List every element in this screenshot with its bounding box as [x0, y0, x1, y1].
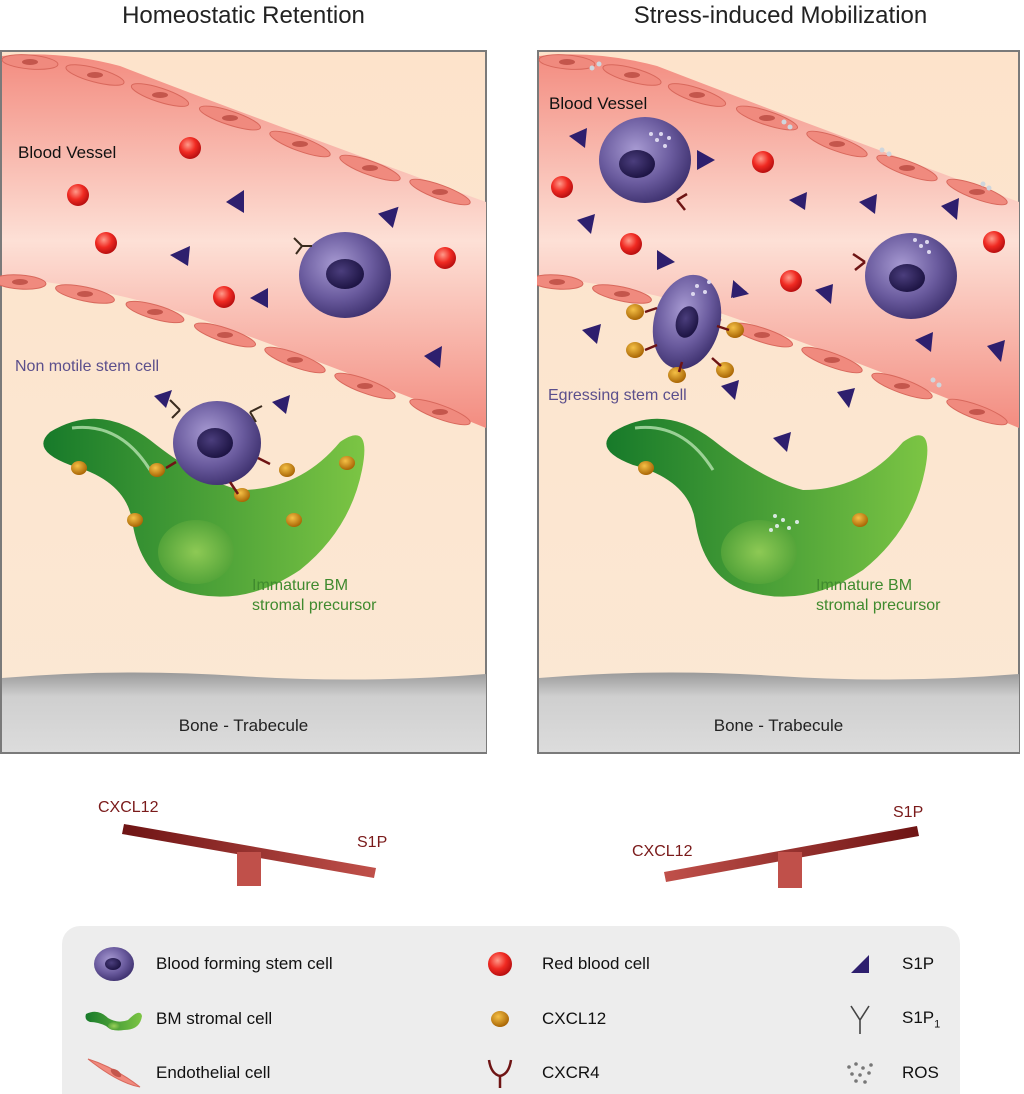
legend-item-s1p1: S1P1 [830, 999, 940, 1039]
left-seesaw-s1p-label: S1P [357, 834, 388, 851]
stress-induced-mobilization-panel: Blood Vessel Egressing stem cell Immatur… [537, 50, 1020, 754]
legend-label: ROS [902, 1063, 939, 1082]
seesaw-diagrams [122, 824, 919, 888]
egressing-stem-cell [626, 274, 744, 383]
right-seesaw-cxcl12-label: CXCL12 [632, 843, 693, 860]
endothelial-cell-icon [84, 1053, 144, 1093]
s1p-molecules [154, 190, 442, 414]
right-panel-title: Stress-induced Mobilization [633, 2, 928, 29]
right-stromal-label-line1: Immature BM [816, 577, 913, 594]
legend-item-stem-cell: Blood forming stem cell [84, 944, 333, 984]
bone-trabecule [539, 672, 1019, 752]
left-stromal-label-line1: Immature BM [252, 577, 349, 594]
legend-label: CXCL12 [542, 1009, 607, 1028]
legend-label: CXCR4 [542, 1063, 600, 1082]
right-panel-illustration [537, 50, 1020, 754]
red-blood-cells [551, 151, 1005, 292]
legend-item-endothelial-cell: Endothelial cell [84, 1053, 270, 1093]
legend-item-red-blood-cell: Red blood cell [470, 944, 650, 984]
legend-label: Blood forming stem cell [156, 954, 333, 973]
stromal-precursor-cell [43, 418, 365, 597]
non-motile-stem-cell-label: Non motile stem cell [15, 358, 160, 375]
legend-item-stromal-cell: BM stromal cell [84, 999, 272, 1039]
right-seesaw [664, 826, 919, 888]
s1p-triangle-icon [830, 944, 890, 984]
legend-item-cxcl12: CXCL12 [470, 999, 606, 1039]
s1p1-receptor-icon [830, 999, 890, 1039]
bone-trabecule [2, 672, 486, 752]
left-panel-title: Homeostatic Retention [122, 2, 365, 29]
legend-item-ros: ROS [830, 1053, 939, 1093]
left-seesaw [122, 824, 376, 886]
red-blood-cell-icon [470, 944, 530, 984]
legend-label: S1P [902, 954, 935, 973]
non-motile-stem-cell [165, 399, 271, 495]
stromal-precursor-cell [606, 418, 928, 597]
circulating-stem-cell-upper [599, 117, 691, 211]
left-seesaw-cxcl12-label: CXCL12 [98, 799, 159, 816]
red-blood-cells [67, 137, 456, 308]
cxcr4-receptor-icon [470, 1053, 530, 1093]
legend-item-s1p: S1P [830, 944, 934, 984]
right-stromal-label-line2: stromal precursor [816, 597, 941, 614]
legend-label: S1P1 [902, 1007, 941, 1031]
legend-label: BM stromal cell [156, 1009, 273, 1028]
endothelial-nuclei [549, 59, 985, 415]
legend-item-cxcr4: CXCR4 [470, 1053, 600, 1093]
blood-vessel [2, 54, 486, 428]
endothelial-nuclei [12, 59, 448, 415]
right-bone-label: Bone - Trabecule [713, 716, 844, 735]
homeostatic-retention-panel: Blood Vessel Non motile stem cell Immatu… [0, 50, 487, 754]
cxcl12-icon [470, 999, 530, 1039]
left-bone-label: Bone - Trabecule [178, 716, 309, 735]
left-blood-vessel-label: Blood Vessel [18, 143, 117, 162]
right-seesaw-s1p-label: S1P [893, 804, 924, 821]
left-panel-illustration [0, 50, 487, 754]
circulating-stem-cell-right [852, 233, 957, 319]
legend: Blood forming stem cell BM stromal cell … [62, 926, 960, 1094]
legend-label: Endothelial cell [156, 1063, 271, 1082]
ros-on-endothelium [589, 61, 992, 388]
circulating-stem-cell [293, 232, 391, 318]
ros-dots-icon [830, 1053, 890, 1093]
left-stromal-label-line2: stromal precursor [252, 597, 377, 614]
stromal-cell-icon [84, 999, 144, 1039]
egressing-stem-cell-label: Egressing stem cell [548, 387, 687, 404]
stem-cell-icon [84, 944, 144, 984]
s1p-molecules [569, 128, 1005, 452]
legend-label: Red blood cell [542, 954, 650, 973]
right-blood-vessel-label: Blood Vessel [549, 94, 648, 113]
